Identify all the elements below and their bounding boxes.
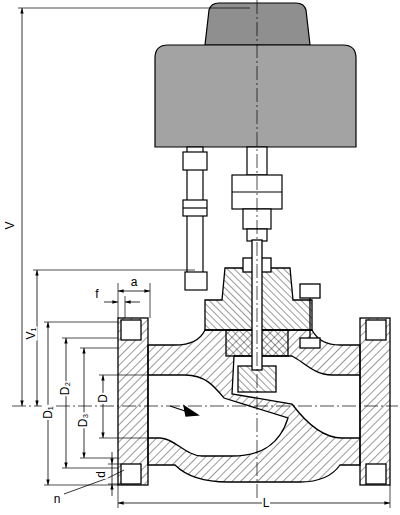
dimension-label: L <box>262 497 271 510</box>
valve-body <box>118 240 390 485</box>
dimension-label: D <box>96 393 109 404</box>
dimension-label: d <box>95 470 108 479</box>
dimension-line <box>22 8 390 503</box>
dimension-label: D₂ <box>59 380 72 395</box>
dimension-label: V₁ <box>25 326 38 340</box>
dimension-label: a <box>130 276 139 289</box>
dimension-label: D₁ <box>42 405 55 420</box>
centre-line <box>12 0 398 500</box>
dimension-label: D₃ <box>78 412 91 428</box>
extension-line <box>18 8 390 508</box>
callout-letter: n <box>53 493 62 506</box>
dimension-label: f <box>94 288 99 301</box>
dimension-label: V <box>3 220 16 230</box>
